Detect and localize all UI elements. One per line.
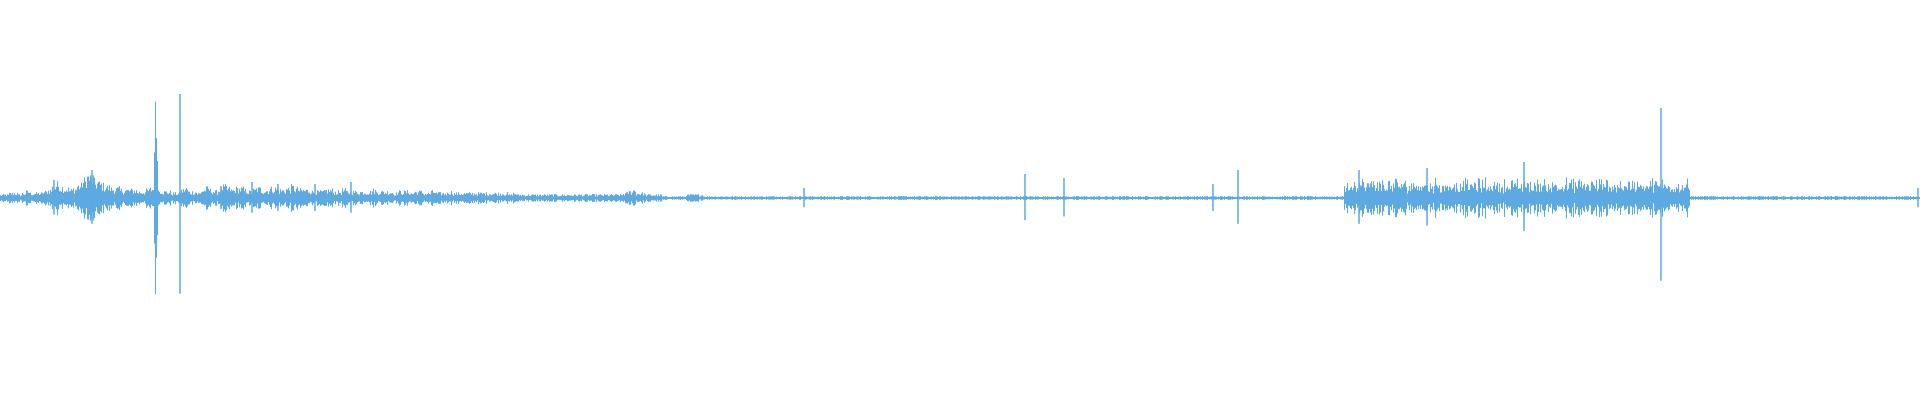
waveform-peaks [53,94,1919,294]
